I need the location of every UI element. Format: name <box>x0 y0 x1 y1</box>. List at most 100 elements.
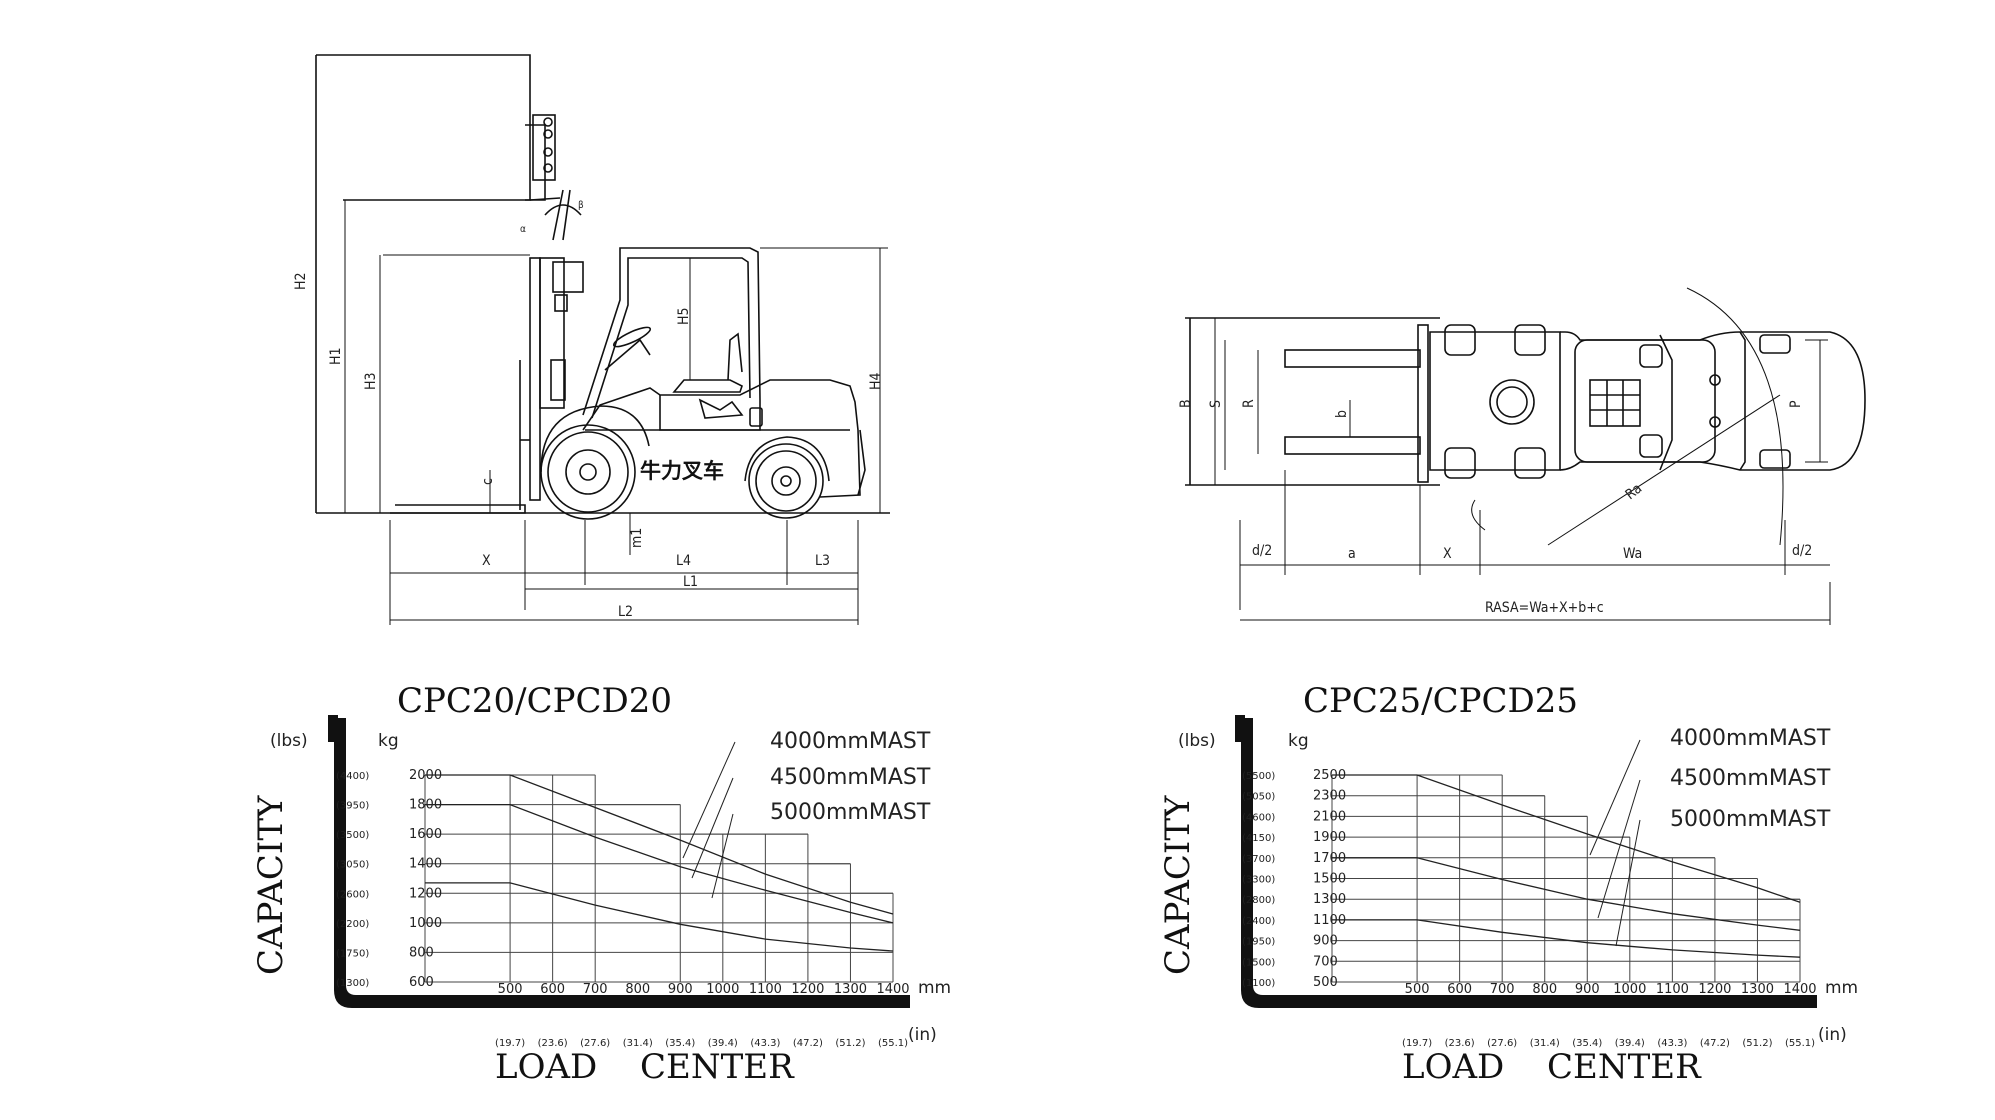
battery-grid <box>1589 379 1641 427</box>
dim-d2-right: d/2 <box>1792 543 1812 559</box>
dim-c: c <box>480 478 496 485</box>
y-tick-kg: 1200 <box>409 886 442 901</box>
chart1-kg-unit: kg <box>378 731 399 751</box>
y-tick-kg: 2000 <box>409 768 442 783</box>
top-view <box>1185 287 1866 625</box>
chart1-lbs-unit: (lbs) <box>270 731 308 751</box>
series-pointer-1 <box>1589 739 1641 856</box>
y-tick-kg: 1300 <box>1313 892 1346 907</box>
y-tick-kg: 700 <box>1313 954 1338 969</box>
chart2-xlabel-load: LOAD <box>1402 1047 1504 1087</box>
series-line-3 <box>425 882 894 952</box>
x-tick-in: (51.2) <box>835 1038 865 1049</box>
series-pointer-2 <box>1597 779 1641 919</box>
series-line-1 <box>1332 774 1801 903</box>
y-tick-kg: 1000 <box>409 916 442 931</box>
dim-B: B <box>1178 399 1194 408</box>
chassis-top <box>1559 331 1866 471</box>
y-tick-lbs: (1750) <box>336 948 369 959</box>
raised-load-outline <box>316 54 531 201</box>
x-tick-mm: 1300 <box>1741 982 1774 997</box>
top-dimensions <box>1214 318 1831 625</box>
dim-rasa: RASA=Wa+X+b+c <box>1485 600 1604 616</box>
fork-top <box>1284 349 1421 368</box>
y-tick-lbs: (2400) <box>1242 916 1275 927</box>
y-tick-kg: 600 <box>409 975 434 990</box>
dim-Ra: Ra <box>1623 481 1646 504</box>
x-tick-mm: 1200 <box>1698 982 1731 997</box>
y-tick-lbs: (1500) <box>1242 957 1275 968</box>
x-tick-in: (31.4) <box>1530 1038 1560 1049</box>
y-tick-kg: 2500 <box>1313 768 1346 783</box>
y-tick-kg: 1800 <box>409 798 442 813</box>
x-tick-mm: 600 <box>540 982 565 997</box>
series-legend-2: 4500mmMAST <box>770 765 931 790</box>
y-tick-lbs: (3950) <box>336 801 369 812</box>
x-tick-in: (31.4) <box>623 1038 653 1049</box>
x-tick-mm: 1100 <box>749 982 782 997</box>
x-tick-in: (43.3) <box>1657 1038 1687 1049</box>
chart1-in-unit: (in) <box>908 1025 937 1045</box>
chart1-tick-labels: 2000 (4400) 1800 (3950) 1600 (3500) 1400 (3050)… <box>336 768 910 1049</box>
fork <box>390 504 526 514</box>
dim-P: P <box>1788 400 1804 408</box>
x-tick-in: (23.6) <box>1445 1038 1475 1049</box>
y-tick-kg: 1900 <box>1313 830 1346 845</box>
x-tick-mm: 900 <box>1575 982 1600 997</box>
series-legend-1: 4000mmMAST <box>770 729 931 754</box>
chart2-tick-labels: 2500(5500)2300(5050)2100(4600)1900(4150)… <box>1242 768 1817 1049</box>
y-tick-kg: 900 <box>1313 934 1338 949</box>
y-tick-lbs: (3700) <box>1242 854 1275 865</box>
truck-body <box>582 379 861 498</box>
y-tick-lbs: (2800) <box>1242 895 1275 906</box>
dim-a: a <box>1348 546 1356 562</box>
y-tick-lbs: (4150) <box>1242 833 1275 844</box>
x-tick-mm: 500 <box>1405 982 1430 997</box>
dim-X-top: X <box>1443 546 1452 562</box>
y-tick-kg: 1600 <box>409 827 442 842</box>
y-tick-lbs: (1950) <box>1242 937 1275 948</box>
x-tick-in: (47.2) <box>793 1038 823 1049</box>
x-tick-mm: 1300 <box>834 982 867 997</box>
dim-L4: L4 <box>676 553 691 569</box>
chart1-ylabel: CAPACITY <box>251 795 291 975</box>
tilt-arc <box>544 204 582 216</box>
dim-L1: L1 <box>683 574 698 590</box>
x-tick-mm: 900 <box>668 982 693 997</box>
dim-R: R <box>1241 399 1257 408</box>
y-tick-kg: 2100 <box>1313 809 1346 824</box>
y-tick-lbs: (3050) <box>336 860 369 871</box>
x-tick-in: (39.4) <box>1615 1038 1645 1049</box>
rear-wheel <box>748 443 824 519</box>
chart2: CPC25/CPCD25 CAPACITY LOAD CENTER (lbs) … <box>1158 681 1858 1087</box>
y-tick-kg: 1400 <box>409 857 442 872</box>
series-pointer-3 <box>711 813 734 899</box>
x-tick-mm: 800 <box>1532 982 1557 997</box>
series-line-2 <box>425 803 894 924</box>
y-tick-lbs: (3500) <box>336 830 369 841</box>
series-legend-1: 4000mmMAST <box>1670 726 1831 751</box>
y-tick-lbs: (1300) <box>336 978 369 989</box>
x-tick-in: (47.2) <box>1700 1038 1730 1049</box>
series-legend-2: 4500mmMAST <box>1670 766 1831 791</box>
x-tick-mm: 1000 <box>706 982 739 997</box>
y-tick-kg: 500 <box>1313 975 1338 990</box>
dim-X-side: X <box>482 553 491 569</box>
series-line-2 <box>1332 857 1801 931</box>
dim-H5: H5 <box>676 308 692 326</box>
dim-Wa: Wa <box>1623 546 1642 562</box>
y-tick-lbs: (2200) <box>336 919 369 930</box>
x-tick-in: (55.1) <box>878 1038 908 1049</box>
side-dimensions <box>344 200 888 625</box>
x-tick-mm: 700 <box>1490 982 1515 997</box>
y-tick-lbs: (5050) <box>1242 792 1275 803</box>
y-tick-lbs: (4600) <box>1242 812 1275 823</box>
steering-wheel-top <box>1489 379 1535 425</box>
x-tick-in: (55.1) <box>1785 1038 1815 1049</box>
fork-bottom <box>1284 436 1421 455</box>
dim-L2: L2 <box>618 604 633 620</box>
chart1-grid <box>424 774 894 983</box>
y-tick-lbs: (4400) <box>336 771 369 782</box>
